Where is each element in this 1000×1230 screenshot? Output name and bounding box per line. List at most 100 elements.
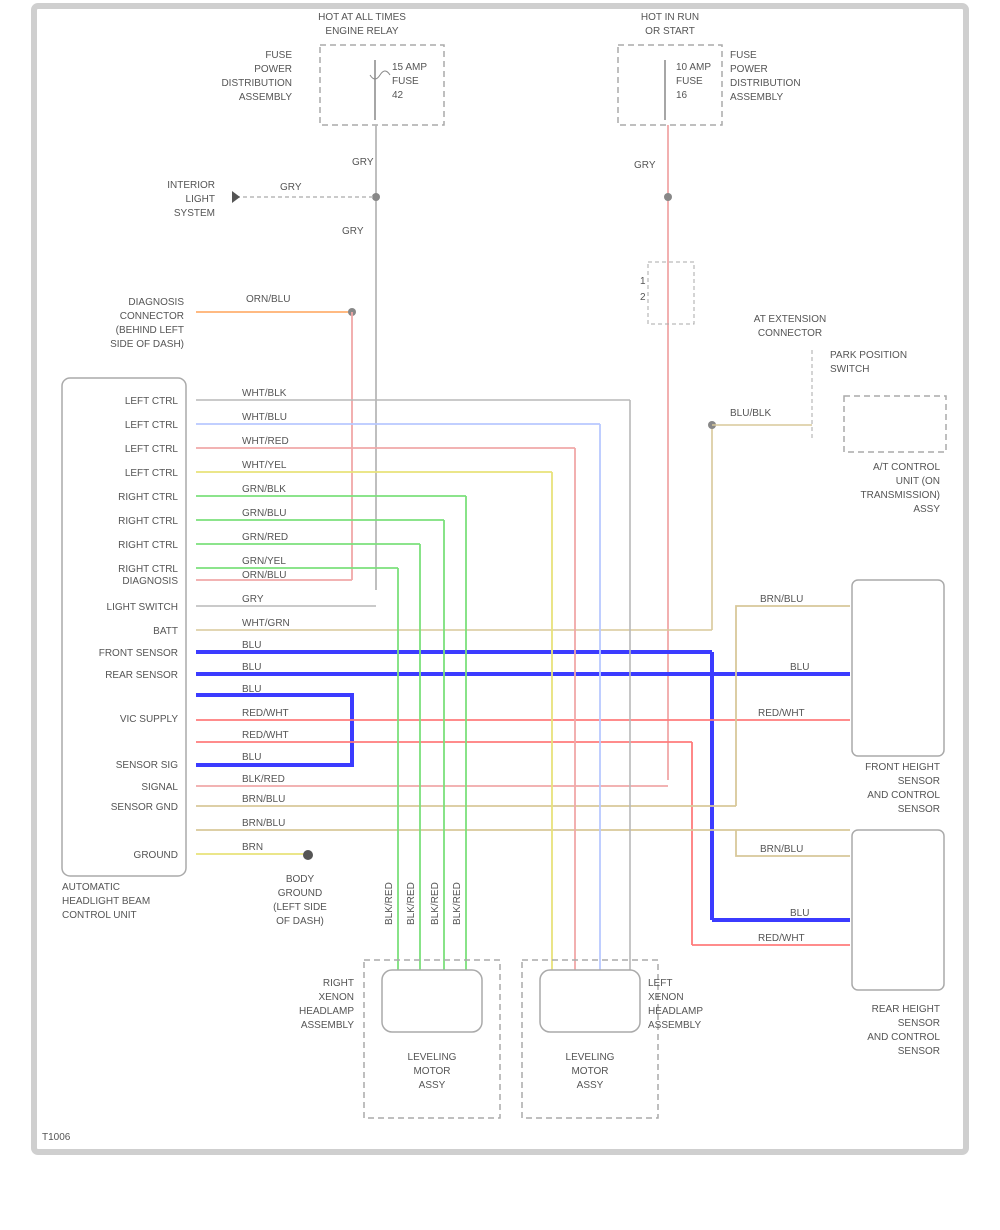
svg-text:INTERIOR: INTERIOR xyxy=(167,180,215,191)
svg-text:SENSOR: SENSOR xyxy=(898,804,940,815)
svg-text:GRN/BLU: GRN/BLU xyxy=(242,508,286,519)
svg-text:10 AMP: 10 AMP xyxy=(676,62,711,73)
svg-text:(BEHIND LEFT: (BEHIND LEFT xyxy=(116,325,184,336)
fuse-left-top: HOT AT ALL TIMES xyxy=(318,12,406,23)
svg-text:LIGHT: LIGHT xyxy=(186,194,215,205)
svg-text:HEADLIGHT BEAM: HEADLIGHT BEAM xyxy=(62,896,150,907)
svg-text:GRY: GRY xyxy=(634,160,656,171)
svg-text:TRANSMISSION): TRANSMISSION) xyxy=(861,490,940,501)
svg-text:CONTROL UNIT: CONTROL UNIT xyxy=(62,910,137,921)
diagram-border xyxy=(31,3,969,1155)
svg-text:BLK/RED: BLK/RED xyxy=(452,882,463,925)
svg-text:FUSE: FUSE xyxy=(730,50,757,61)
svg-text:LEVELING: LEVELING xyxy=(408,1052,457,1063)
svg-text:GRY: GRY xyxy=(352,157,374,168)
left-headlamp-actuator: LEFT XENON HEADLAMP ASSEMBLY LEVELING MO… xyxy=(521,959,703,1119)
svg-text:LEFT: LEFT xyxy=(648,978,672,989)
unit-terminal-label: DIAGNOSIS xyxy=(122,576,178,587)
svg-text:ASSEMBLY: ASSEMBLY xyxy=(648,1020,701,1031)
svg-text:SYSTEM: SYSTEM xyxy=(174,208,215,219)
svg-text:AUTOMATIC: AUTOMATIC xyxy=(62,882,120,893)
svg-text:BLK/RED: BLK/RED xyxy=(384,882,395,925)
diagnosis-connector: DIAGNOSIS CONNECTOR (BEHIND LEFT SIDE OF… xyxy=(110,294,356,580)
wire-labels-unit: WHT/BLK WHT/BLU WHT/RED WHT/YEL GRN/BLK … xyxy=(242,388,290,853)
fuse-box-right: HOT IN RUN OR START FUSE POWER DISTRIBUT… xyxy=(617,12,801,126)
svg-text:2: 2 xyxy=(640,292,646,303)
svg-text:BLU/BLK: BLU/BLK xyxy=(730,408,771,419)
rear-height-sensor: BRN/BLU BLU RED/WHT REAR HEIGHT SENSOR A… xyxy=(758,829,945,1057)
interior-light-system: INTERIOR LIGHT SYSTEM GRY xyxy=(167,180,376,219)
svg-text:42: 42 xyxy=(392,90,404,101)
fuse-box-left: HOT AT ALL TIMES ENGINE RELAY FUSE POWER… xyxy=(221,12,445,126)
svg-text:RED/WHT: RED/WHT xyxy=(242,708,289,719)
svg-text:BLU: BLU xyxy=(242,684,261,695)
svg-text:XENON: XENON xyxy=(648,992,684,1003)
unit-terminal-label: RIGHT CTRL xyxy=(118,516,178,527)
svg-text:WHT/RED: WHT/RED xyxy=(242,436,289,447)
svg-text:ASSEMBLY: ASSEMBLY xyxy=(239,92,292,103)
svg-text:FRONT HEIGHT: FRONT HEIGHT xyxy=(865,762,940,773)
svg-text:BRN: BRN xyxy=(242,842,263,853)
svg-text:RED/WHT: RED/WHT xyxy=(758,933,805,944)
svg-text:WHT/YEL: WHT/YEL xyxy=(242,460,287,471)
unit-terminal-label: RIGHT CTRL xyxy=(118,564,178,575)
svg-text:HOT IN RUN: HOT IN RUN xyxy=(641,12,699,23)
svg-text:(LEFT SIDE: (LEFT SIDE xyxy=(273,902,327,913)
unit-terminal-label: BATT xyxy=(153,626,178,637)
svg-text:OF DASH): OF DASH) xyxy=(276,916,324,927)
figure-id: T1006 xyxy=(42,1132,71,1143)
svg-text:DIAGNOSIS: DIAGNOSIS xyxy=(128,297,184,308)
svg-text:ASSY: ASSY xyxy=(419,1080,446,1091)
svg-text:MOTOR: MOTOR xyxy=(571,1066,608,1077)
svg-text:SENSOR: SENSOR xyxy=(898,1046,940,1057)
svg-text:FUSE: FUSE xyxy=(392,76,419,87)
svg-text:BLU: BLU xyxy=(242,640,261,651)
svg-text:ORN/BLU: ORN/BLU xyxy=(242,570,286,581)
body-ground: BODY GROUND (LEFT SIDE OF DASH) xyxy=(273,874,327,927)
svg-text:ORN/BLU: ORN/BLU xyxy=(246,294,290,305)
svg-text:HEADLAMP: HEADLAMP xyxy=(648,1006,703,1017)
svg-text:ASSEMBLY: ASSEMBLY xyxy=(730,92,783,103)
unit-terminal-label: SENSOR GND xyxy=(111,802,178,813)
svg-text:OR START: OR START xyxy=(645,26,695,37)
svg-text:BRN/BLU: BRN/BLU xyxy=(242,818,285,829)
svg-text:A/T CONTROL: A/T CONTROL xyxy=(873,462,940,473)
svg-text:BLU: BLU xyxy=(790,908,809,919)
svg-text:POWER: POWER xyxy=(254,64,292,75)
svg-text:FUSE: FUSE xyxy=(676,76,703,87)
svg-text:SENSOR: SENSOR xyxy=(898,776,940,787)
svg-text:16: 16 xyxy=(676,90,688,101)
svg-text:ASSEMBLY: ASSEMBLY xyxy=(301,1020,354,1031)
svg-text:CONNECTOR: CONNECTOR xyxy=(758,328,822,339)
svg-text:GROUND: GROUND xyxy=(278,888,322,899)
svg-text:DISTRIBUTION: DISTRIBUTION xyxy=(730,78,801,89)
unit-terminal-label: RIGHT CTRL xyxy=(118,492,178,503)
park-position-switch: PARK POSITION SWITCH xyxy=(830,350,947,453)
unit-terminal-label: SENSOR SIG xyxy=(116,760,178,771)
svg-text:HEADLAMP: HEADLAMP xyxy=(299,1006,354,1017)
svg-text:PARK POSITION: PARK POSITION xyxy=(830,350,907,361)
unit-terminal-label: LEFT CTRL xyxy=(125,468,179,479)
svg-text:POWER: POWER xyxy=(730,64,768,75)
unit-terminal-label: FRONT SENSOR xyxy=(99,648,178,659)
svg-text:GRY: GRY xyxy=(342,226,364,237)
svg-text:1: 1 xyxy=(640,276,646,287)
svg-text:XENON: XENON xyxy=(318,992,354,1003)
right-headlamp-actuator: RIGHT XENON HEADLAMP ASSEMBLY LEVELING M… xyxy=(299,959,501,1119)
main-control-unit: AUTOMATIC HEADLIGHT BEAM CONTROL UNIT LE… xyxy=(61,377,187,921)
unit-terminal-label: LEFT CTRL xyxy=(125,444,179,455)
unit-terminal-label: VIC SUPPLY xyxy=(120,714,178,725)
svg-text:ASSY: ASSY xyxy=(577,1080,604,1091)
actuator-wire-labels: BLK/RED BLK/RED BLK/RED BLK/RED xyxy=(384,882,463,925)
svg-text:SIDE OF DASH): SIDE OF DASH) xyxy=(110,339,184,350)
extension-connector: AT EXTENSION CONNECTOR BLU/BLK xyxy=(708,314,826,440)
svg-text:GRN/RED: GRN/RED xyxy=(242,532,288,543)
unit-terminal-label: GROUND xyxy=(134,850,178,861)
svg-text:SENSOR: SENSOR xyxy=(898,1018,940,1029)
svg-text:BODY: BODY xyxy=(286,874,315,885)
wire-bundle xyxy=(196,399,850,970)
fuse-left-sub: ENGINE RELAY xyxy=(325,26,398,37)
svg-text:CONNECTOR: CONNECTOR xyxy=(120,311,184,322)
svg-text:LEVELING: LEVELING xyxy=(566,1052,615,1063)
